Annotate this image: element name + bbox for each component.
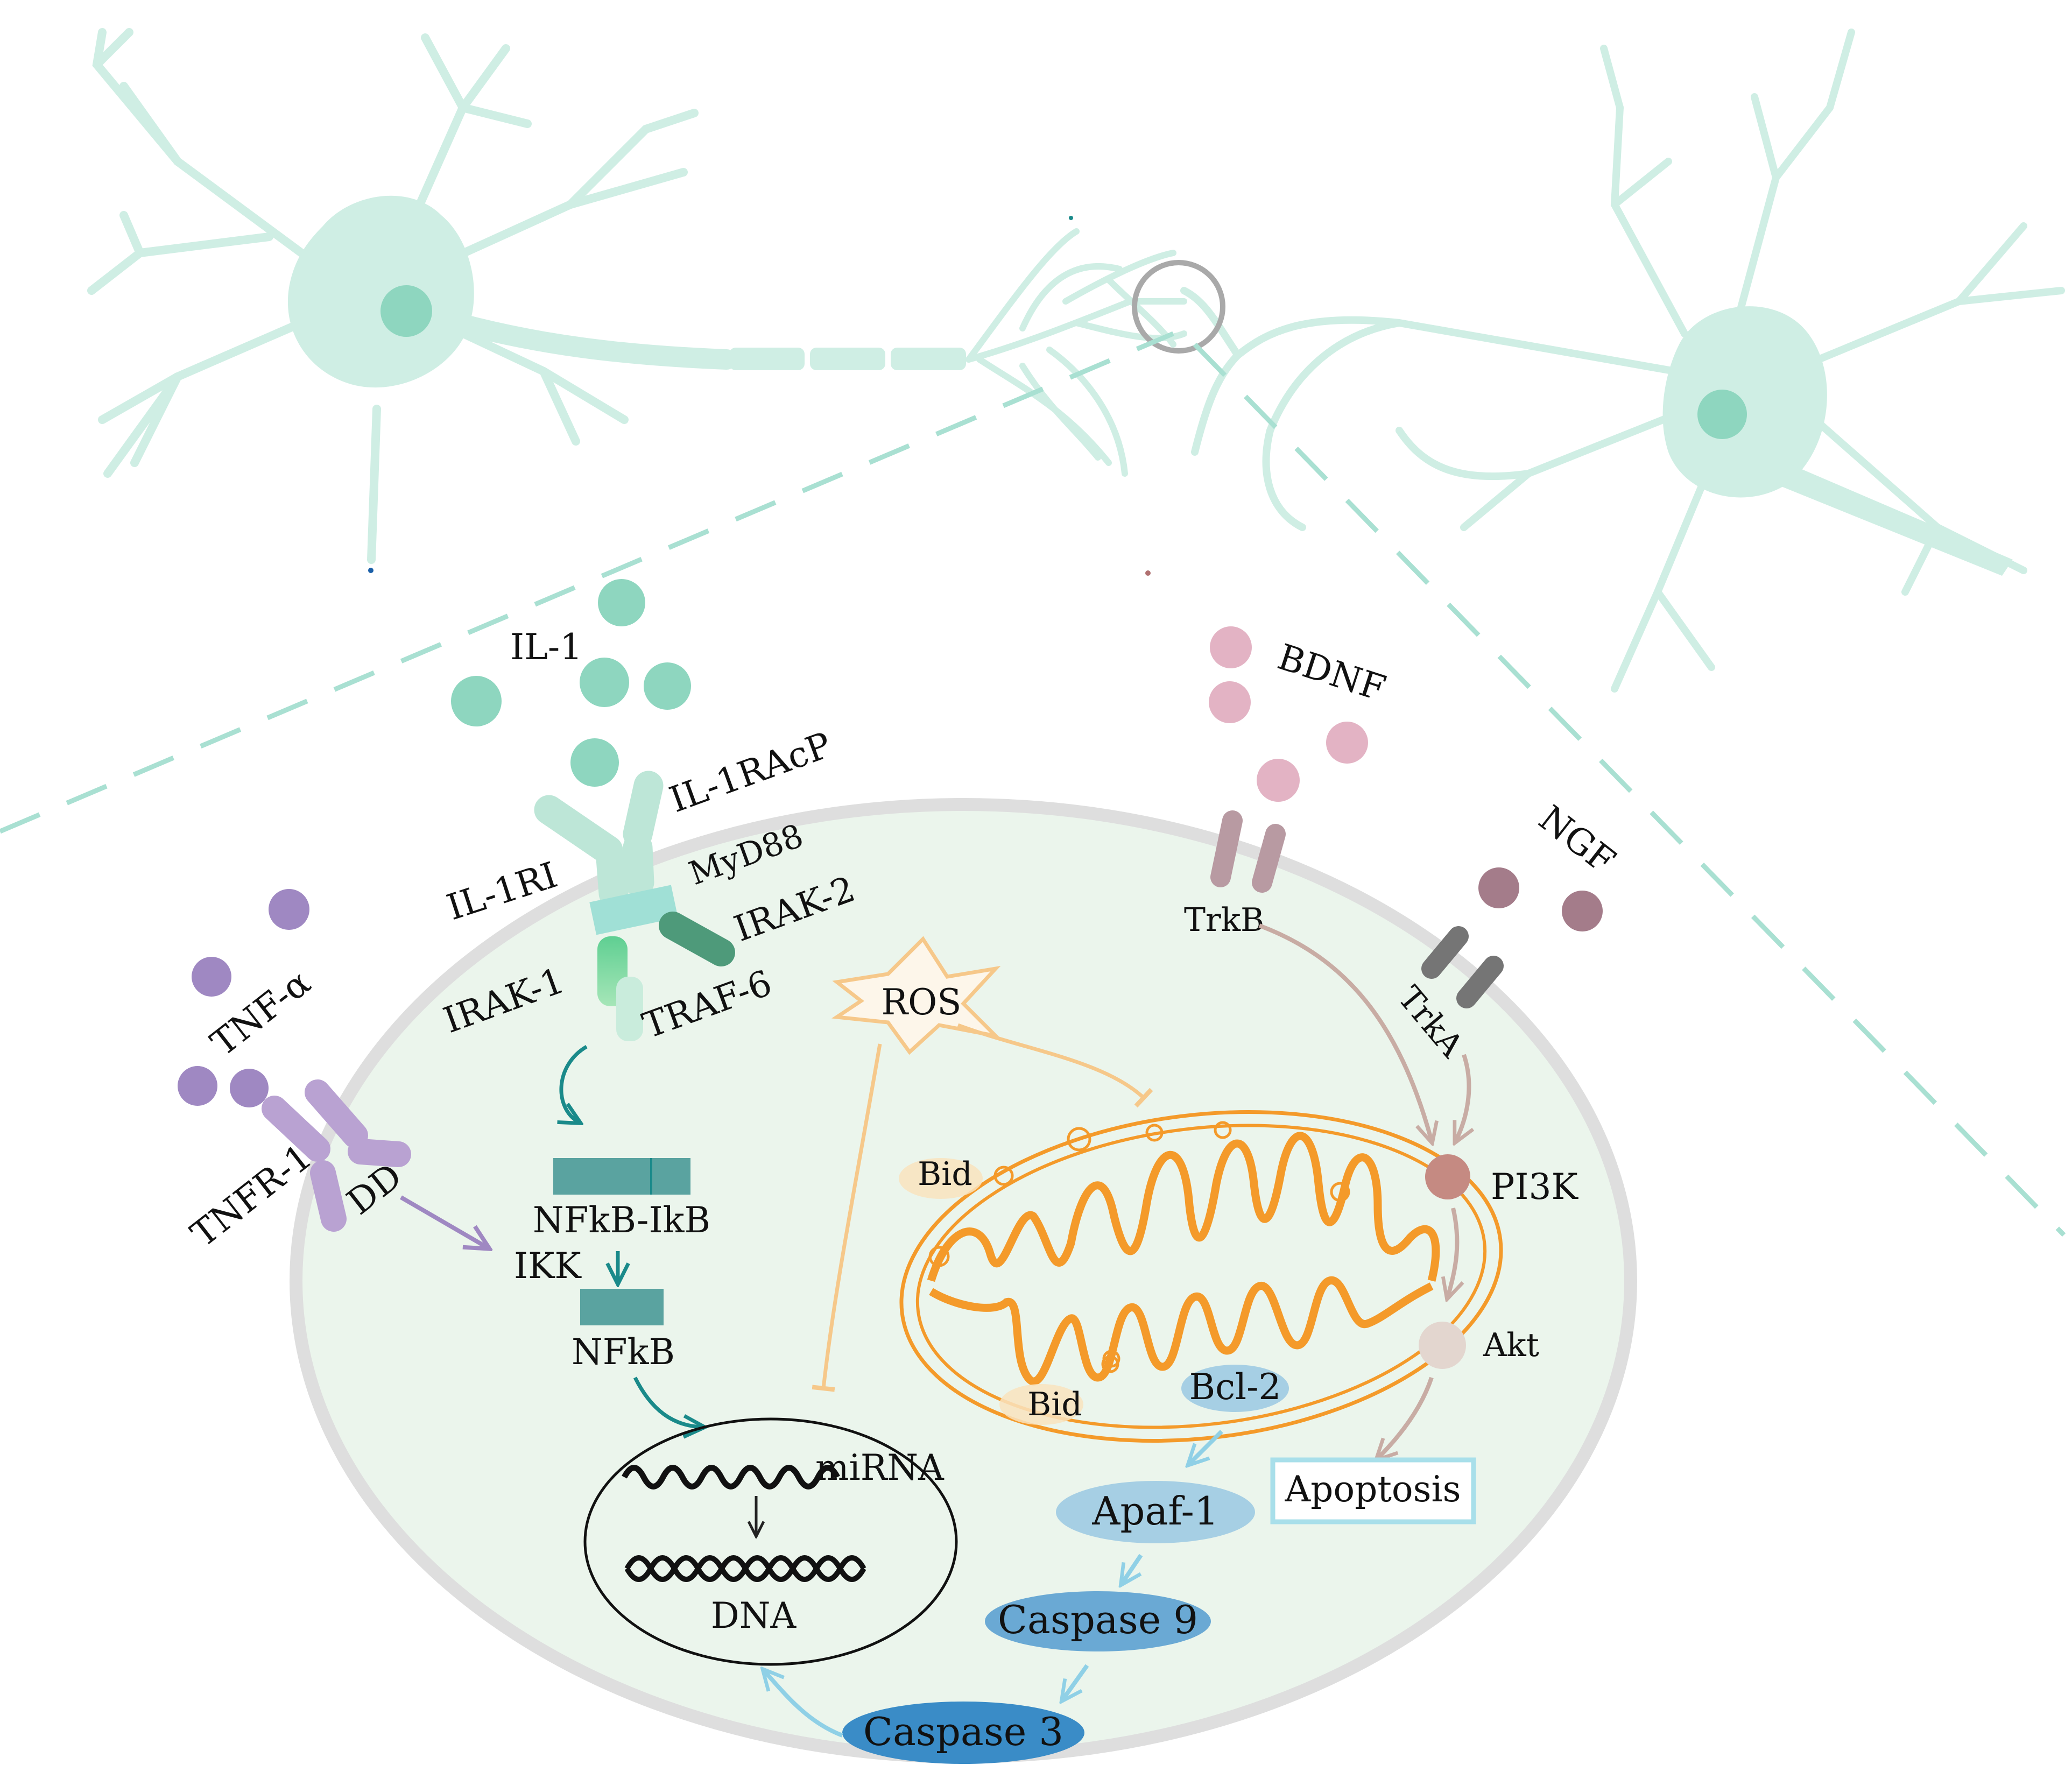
il1-label: IL-1 <box>510 626 582 668</box>
dd-to-ikk-arrow <box>399 1195 487 1247</box>
stray-dot <box>1145 570 1151 576</box>
bid-blob-bottom <box>999 1384 1083 1425</box>
apoptosis-label: Apoptosis <box>1284 1469 1461 1510</box>
right-neuron-dendrites <box>1180 29 2065 693</box>
ngf-ligand <box>1562 891 1603 931</box>
apaf1-to-caspase9-arrow <box>1122 1554 1143 1583</box>
ros-to-nucleus-line <box>812 1043 882 1392</box>
caspase3-label: Caspase 3 <box>863 1709 1063 1754</box>
caspase9-to-caspase3-arrow <box>1063 1664 1089 1699</box>
myd88-block <box>589 885 678 935</box>
il1racp-label: IL-1RAcP <box>664 724 836 821</box>
il1-receptor-complex <box>534 771 735 1041</box>
il1-ligand <box>598 579 645 626</box>
bdnf-ligand <box>1209 681 1251 723</box>
apaf1-node <box>1056 1481 1255 1543</box>
synapse-circle <box>1132 260 1225 354</box>
akt-node <box>1419 1322 1466 1369</box>
bid-top-label: Bid <box>918 1155 972 1193</box>
right-neuron-soma <box>1662 306 1827 498</box>
il1racp-receptor-stem <box>623 832 654 898</box>
ngf-ligand <box>1478 867 1519 908</box>
tnf-ligand <box>192 957 231 997</box>
right-neuron-nucleus <box>1697 390 1747 439</box>
caspase9-node <box>985 1591 1211 1651</box>
bdnf-label: BDNF <box>1273 636 1391 710</box>
mirna-label: miRNA <box>815 1447 945 1488</box>
cristae-upper <box>927 1132 1440 1282</box>
stray-dot <box>368 568 373 573</box>
cell-membrane <box>290 798 1637 1763</box>
trka-to-pi3k-arrow <box>1456 1054 1469 1141</box>
il1-ligand <box>644 662 691 710</box>
caspase3-node <box>842 1702 1084 1764</box>
bdnf-ligands <box>1209 626 1368 802</box>
nfkb-ikb-complex <box>553 1158 690 1195</box>
ros-to-mitochondria-line <box>957 1023 1153 1108</box>
left-neuron-nucleus <box>380 285 432 337</box>
traf6-to-nfkb-arrow <box>561 1044 588 1122</box>
neurons-background <box>87 28 2065 693</box>
traf6-shape <box>616 977 643 1041</box>
trkb-receptor <box>1210 810 1286 893</box>
myelin-sheath <box>729 348 966 370</box>
mitochondrion <box>899 1110 1503 1443</box>
right-neuron-axon-hillock <box>1776 463 2013 576</box>
nfkb-to-nucleus-arrow <box>633 1376 702 1427</box>
tnf-ligand <box>178 1066 217 1106</box>
axon-terminal-branches <box>965 228 1187 477</box>
left-neuron-soma <box>287 195 474 388</box>
nucleus <box>583 1417 958 1666</box>
dna-double-helix <box>624 1555 866 1582</box>
ngf-label: NGF <box>1531 797 1623 882</box>
bcl2-to-apaf1-arrow <box>1189 1430 1223 1464</box>
trkb-to-pi3k-arrow <box>1258 923 1432 1141</box>
ros-label: ROS <box>881 982 961 1023</box>
irak2-shape <box>659 912 735 966</box>
left-neuron-dendrites <box>87 28 699 564</box>
nfkb-label: NFkB <box>572 1331 675 1373</box>
akt-label: Akt <box>1483 1326 1539 1364</box>
pi3k-node <box>1425 1154 1470 1199</box>
bid-bottom-label: Bid <box>1027 1386 1082 1423</box>
bdnf-ligand <box>1210 626 1252 668</box>
cristae-lower <box>929 1276 1434 1386</box>
dna-label: DNA <box>711 1595 797 1636</box>
pi3k-label: PI3K <box>1491 1166 1578 1208</box>
bdnf-ligand <box>1326 722 1368 764</box>
mitochondrial-granules <box>928 1121 1350 1373</box>
apoptosis-box <box>1270 1457 1476 1524</box>
mirna-strand <box>622 1465 840 1489</box>
zoom-dashed-lines <box>0 331 2066 1237</box>
stray-dot <box>1069 216 1073 220</box>
tnfr1-receptor <box>262 1079 411 1232</box>
tnf-ligand <box>269 889 309 930</box>
bid-blob-top <box>899 1158 983 1199</box>
tnf-ligand <box>230 1069 269 1107</box>
il1ri-receptor <box>534 795 623 865</box>
il1racp-receptor <box>623 771 664 849</box>
tnf-ligands <box>178 889 309 1107</box>
il1-ligand <box>570 738 619 787</box>
bcl2-label: Bcl-2 <box>1189 1366 1281 1408</box>
il1-ligands <box>451 579 691 787</box>
ngf-ligands <box>1478 867 1603 931</box>
caspase3-to-nucleus-arrow <box>764 1671 843 1738</box>
pi3k-to-akt-arrow <box>1448 1208 1457 1297</box>
bdnf-ligand <box>1257 759 1300 802</box>
caspase9-label: Caspase 9 <box>998 1597 1198 1642</box>
nfkb-ikb-label: NFkB-IkB <box>533 1199 710 1241</box>
trka-receptor <box>1421 926 1504 1008</box>
nfkb-block <box>580 1289 664 1325</box>
akt-to-apoptosis-inhibition <box>1378 1376 1434 1458</box>
bcl2-node <box>1181 1365 1289 1412</box>
apaf1-label: Apaf-1 <box>1091 1488 1218 1534</box>
ikk-label: IKK <box>514 1245 582 1287</box>
axon <box>447 313 737 370</box>
il1-ligand <box>451 676 502 726</box>
trkb-label: TrkB <box>1184 901 1264 939</box>
il1-ligand <box>580 658 629 707</box>
il1ri-receptor-stem <box>596 843 629 908</box>
